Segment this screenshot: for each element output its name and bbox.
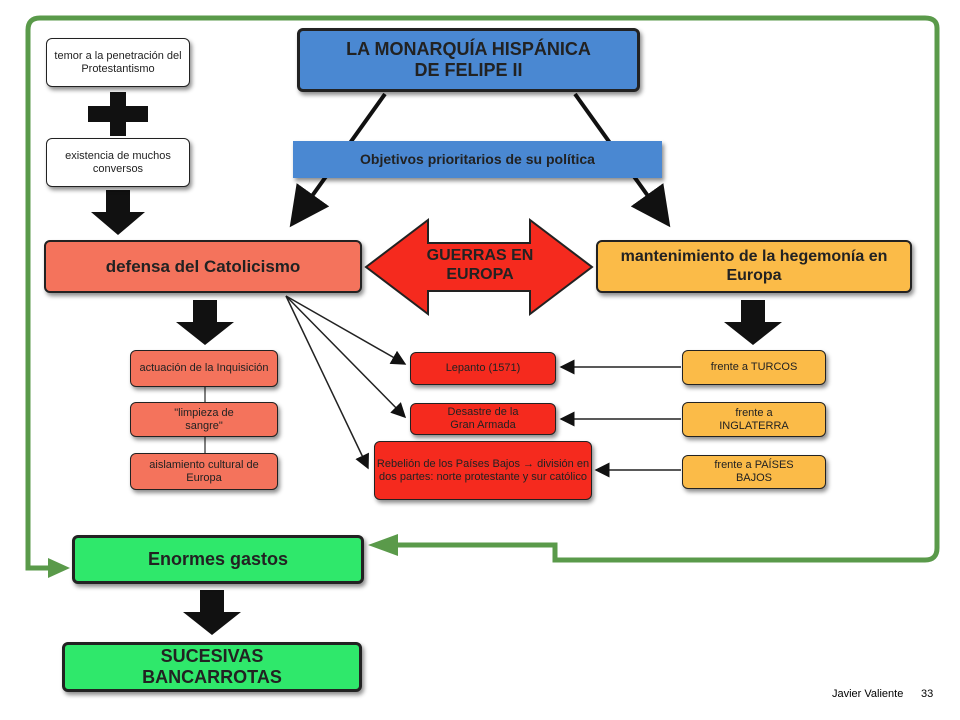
down-arrows: [91, 190, 782, 635]
bankruptcies-box: SUCESIVAS BANCARROTAS: [62, 642, 362, 692]
expenses-box: Enormes gastos: [72, 535, 364, 584]
wars-arrow: [364, 217, 594, 317]
cause-conversos: existencia de muchos conversos: [46, 138, 190, 187]
hegemony-box: mantenimiento de la hegemonía en Europa: [596, 240, 912, 293]
defense-item-inquisition: actuación de la Inquisición: [130, 350, 278, 387]
defense-box: defensa del Catolicismo: [44, 240, 362, 293]
loop-arrowhead-left: [48, 558, 70, 578]
objectives-box: Objetivos prioritarios de su política: [293, 141, 662, 178]
event-lepanto: Lepanto (1571): [410, 352, 556, 385]
front-turks: frente a TURCOS: [682, 350, 826, 385]
front-netherlands: frente a PAÍSES BAJOS: [682, 455, 826, 489]
page-number: 33: [921, 688, 934, 700]
defense-item-isolation: aislamiento cultural de Europa: [130, 453, 278, 490]
title-box: LA MONARQUÍA HISPÁNICA DE FELIPE II: [297, 28, 640, 92]
event-armada: Desastre de la Gran Armada: [410, 403, 556, 435]
footer-author: Javier Valiente: [832, 688, 904, 700]
loop-line: [25, 15, 940, 571]
defense-item-blood: "limpieza de sangre": [130, 402, 278, 437]
event-netherlands: Rebelión de los Países Bajos → división …: [374, 441, 592, 500]
cause-protestantism: temor a la penetración del Protestantism…: [46, 38, 190, 87]
front-england: frente a INGLATERRA: [682, 402, 826, 437]
wars-label: GUERRAS EN EUROPA: [426, 247, 534, 284]
loop-arrowhead-right: [368, 534, 398, 556]
